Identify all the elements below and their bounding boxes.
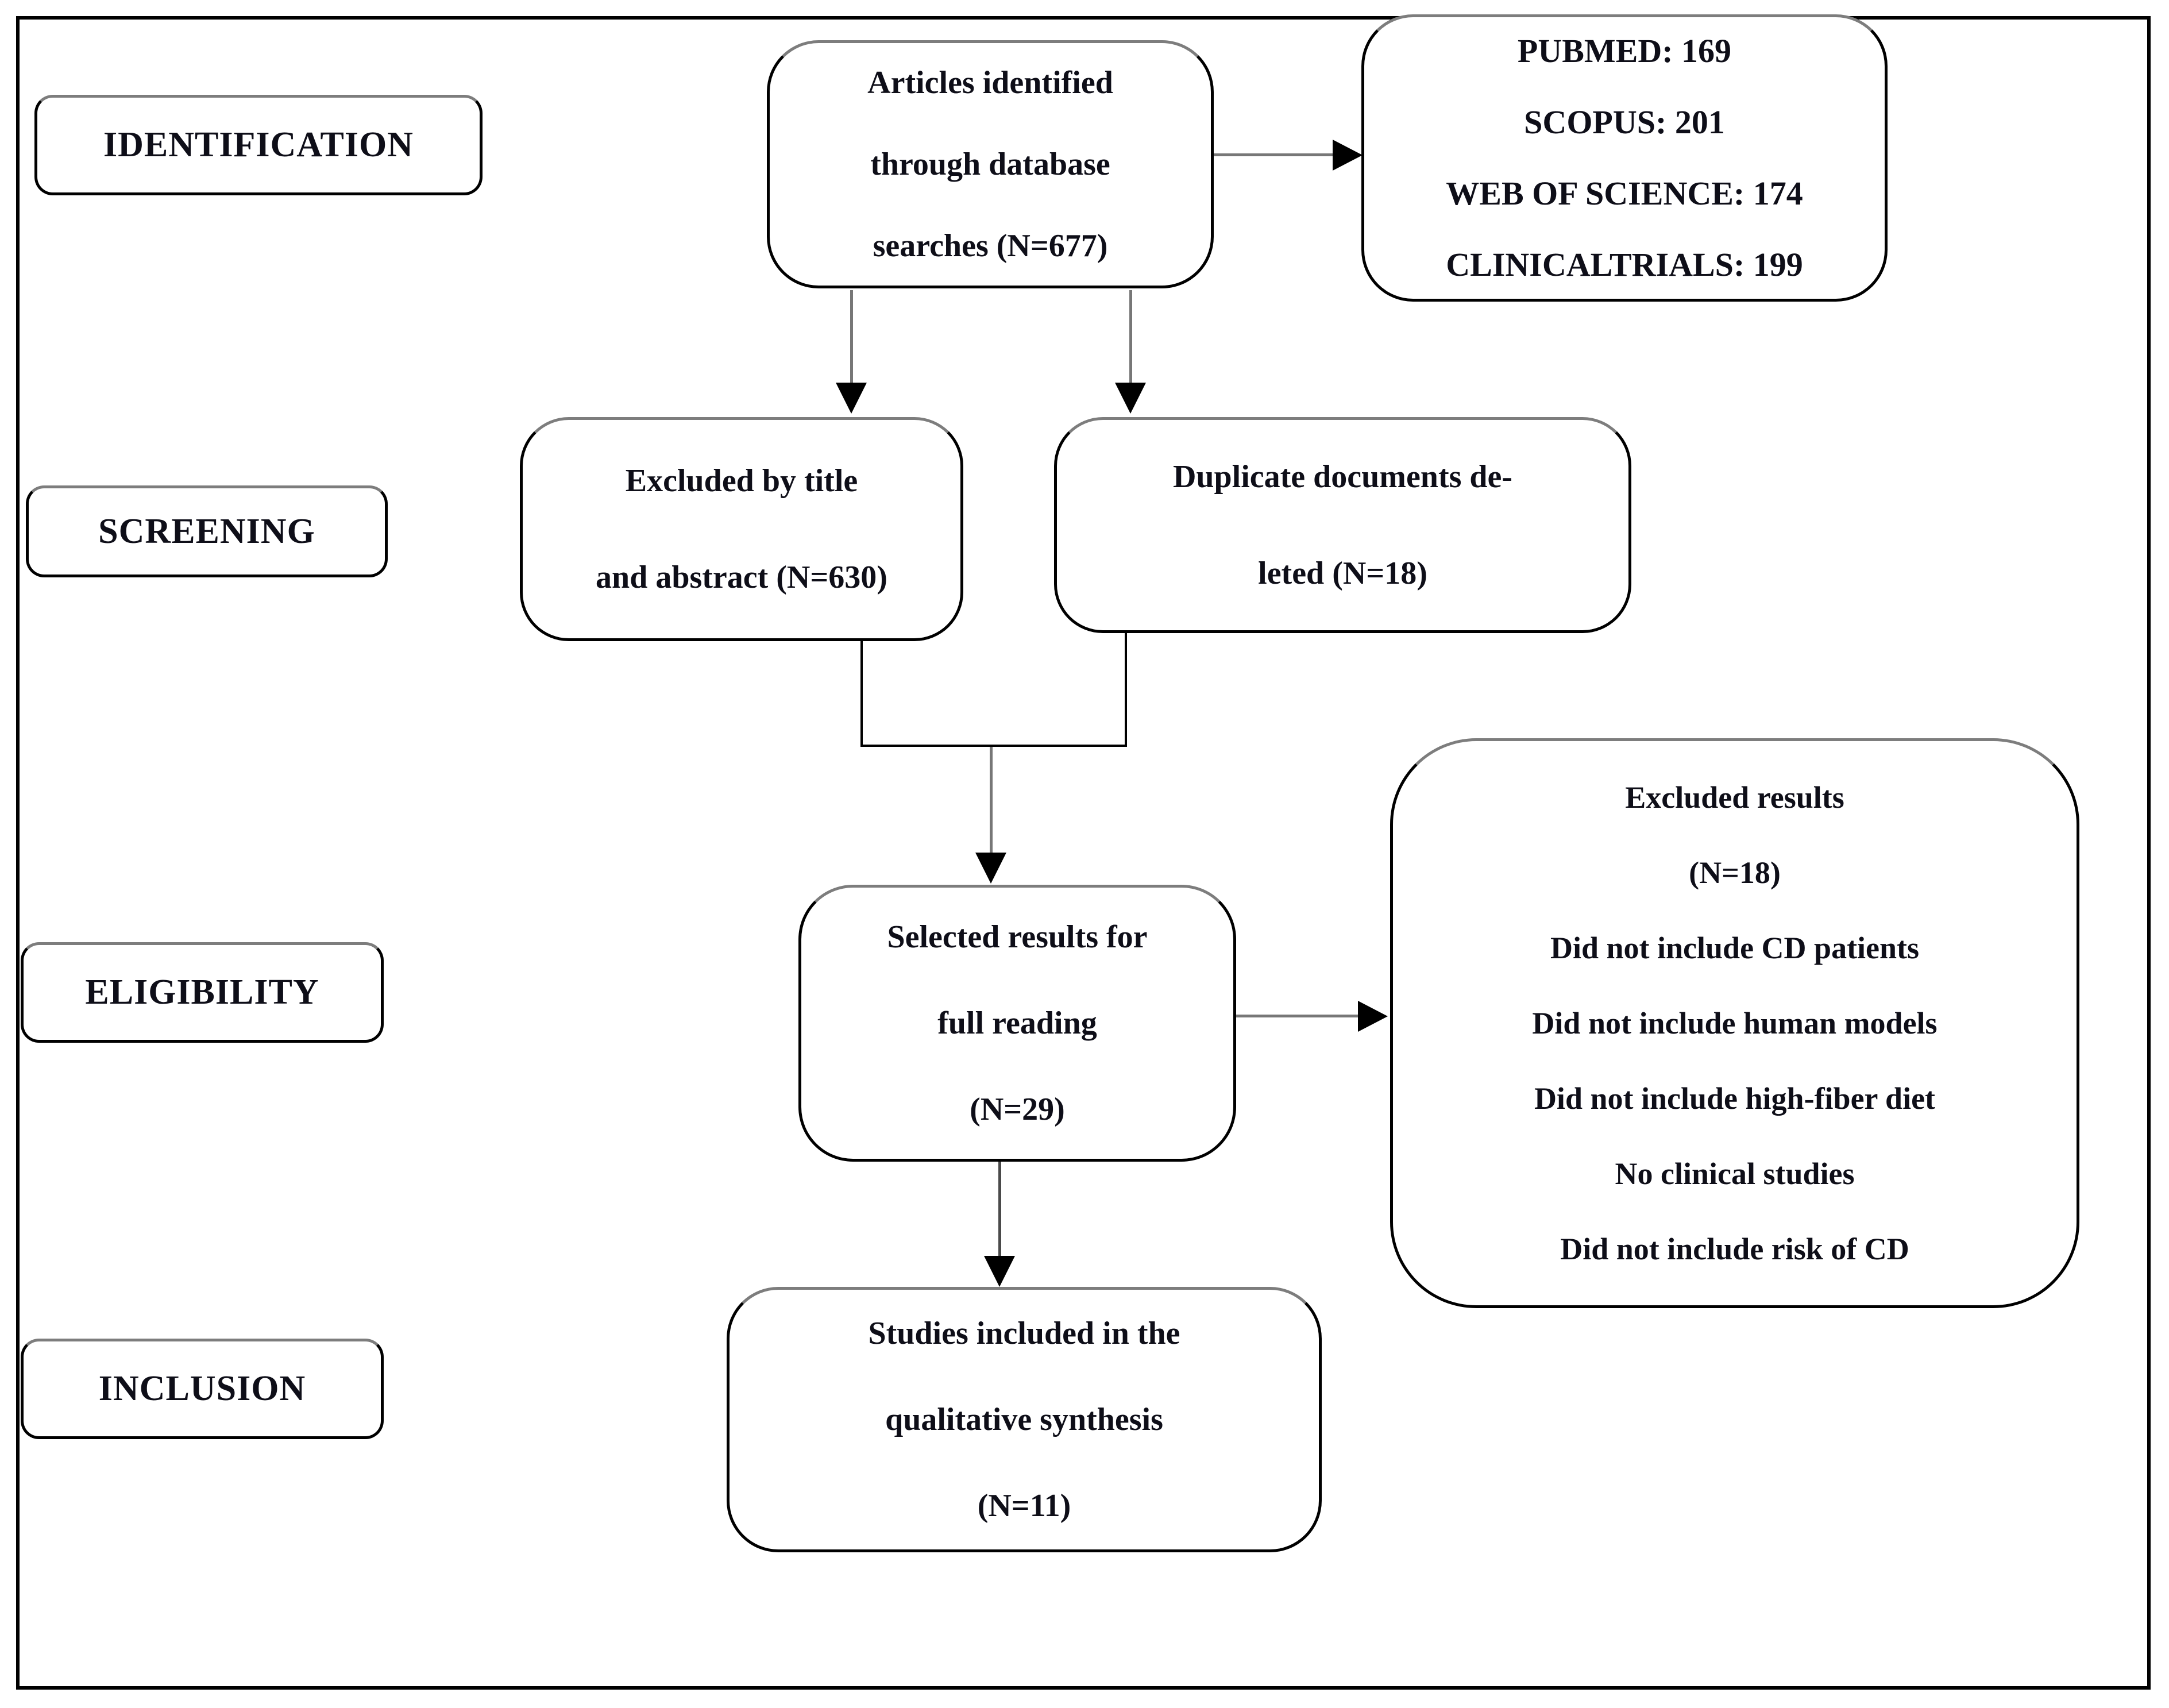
text-line: Did not include human models: [1532, 1005, 1938, 1040]
text-line: Studies included in the: [868, 1316, 1180, 1351]
arrowhead-right-icon: [1333, 140, 1363, 171]
arrowhead-right-icon: [1358, 1001, 1388, 1032]
stage-box-screening: SCREENING: [26, 485, 388, 577]
arrow-identified-to-excluded-title: [850, 290, 853, 384]
arrow-identified-to-databases: [1212, 153, 1334, 156]
text-line: (N=18): [1689, 855, 1781, 890]
flow-box-excluded-results: Excluded results (N=18) Did not include …: [1390, 738, 2079, 1308]
text-line: Did not include CD patients: [1550, 930, 1920, 965]
arrowhead-down-icon: [836, 383, 867, 414]
text-line: through database: [870, 146, 1110, 182]
text-line: Excluded results: [1625, 780, 1844, 815]
flow-box-excluded-by-title: Excluded by title and abstract (N=630): [520, 417, 963, 641]
arrowhead-down-icon: [984, 1256, 1015, 1287]
text-line: Selected results for: [887, 919, 1148, 955]
text-line: qualitative synthesis: [885, 1402, 1163, 1437]
text-line: Duplicate documents de-: [1172, 459, 1513, 495]
arrow-merge-to-selected: [990, 747, 993, 854]
flow-box-database-counts: PUBMED: 169 SCOPUS: 201 WEB OF SCIENCE: …: [1361, 14, 1888, 302]
stage-box-eligibility: ELIGIBILITY: [21, 942, 384, 1043]
text-line: and abstract (N=630): [596, 560, 887, 595]
outer-border-frame: [16, 16, 2151, 1690]
text-line: SCOPUS: 201: [1524, 103, 1725, 141]
text-line: searches (N=677): [873, 228, 1108, 264]
arrowhead-down-icon: [975, 853, 1006, 884]
flow-box-duplicates-deleted: Duplicate documents de- leted (N=18): [1054, 417, 1631, 633]
stage-label: ELIGIBILITY: [85, 973, 319, 1012]
stage-box-inclusion: INCLUSION: [21, 1339, 384, 1439]
connector-line-from-excluded-title: [860, 639, 863, 747]
arrow-selected-to-included: [998, 1162, 1001, 1257]
text-line: (N=11): [977, 1488, 1071, 1524]
flow-box-studies-included: Studies included in the qualitative synt…: [727, 1287, 1322, 1552]
text-line: CLINICALTRIALS: 199: [1446, 246, 1803, 283]
text-line: full reading: [937, 1005, 1097, 1041]
arrowhead-down-icon: [1115, 383, 1146, 414]
text-line: Excluded by title: [625, 463, 858, 499]
stage-label: IDENTIFICATION: [103, 125, 414, 164]
text-line: PUBMED: 169: [1517, 32, 1732, 70]
arrow-identified-to-duplicates: [1129, 290, 1132, 384]
connector-merge-line: [860, 745, 1127, 747]
stage-label: INCLUSION: [98, 1369, 306, 1408]
text-line: Did not include high-fiber diet: [1534, 1081, 1936, 1116]
text-line: Articles identified: [867, 65, 1113, 101]
stage-box-identification: IDENTIFICATION: [34, 95, 483, 195]
connector-line-from-duplicates: [1125, 631, 1127, 747]
text-line: Did not include risk of CD: [1560, 1231, 1909, 1266]
arrow-selected-to-excluded-results: [1235, 1015, 1359, 1017]
flow-box-selected-full-reading: Selected results for full reading (N=29): [798, 885, 1236, 1162]
text-line: WEB OF SCIENCE: 174: [1446, 175, 1803, 212]
stage-label: SCREENING: [98, 511, 315, 551]
text-line: No clinical studies: [1615, 1156, 1855, 1191]
text-line: (N=29): [970, 1092, 1065, 1127]
flow-box-articles-identified: Articles identified through database sea…: [767, 40, 1214, 288]
text-line: leted (N=18): [1258, 556, 1427, 591]
